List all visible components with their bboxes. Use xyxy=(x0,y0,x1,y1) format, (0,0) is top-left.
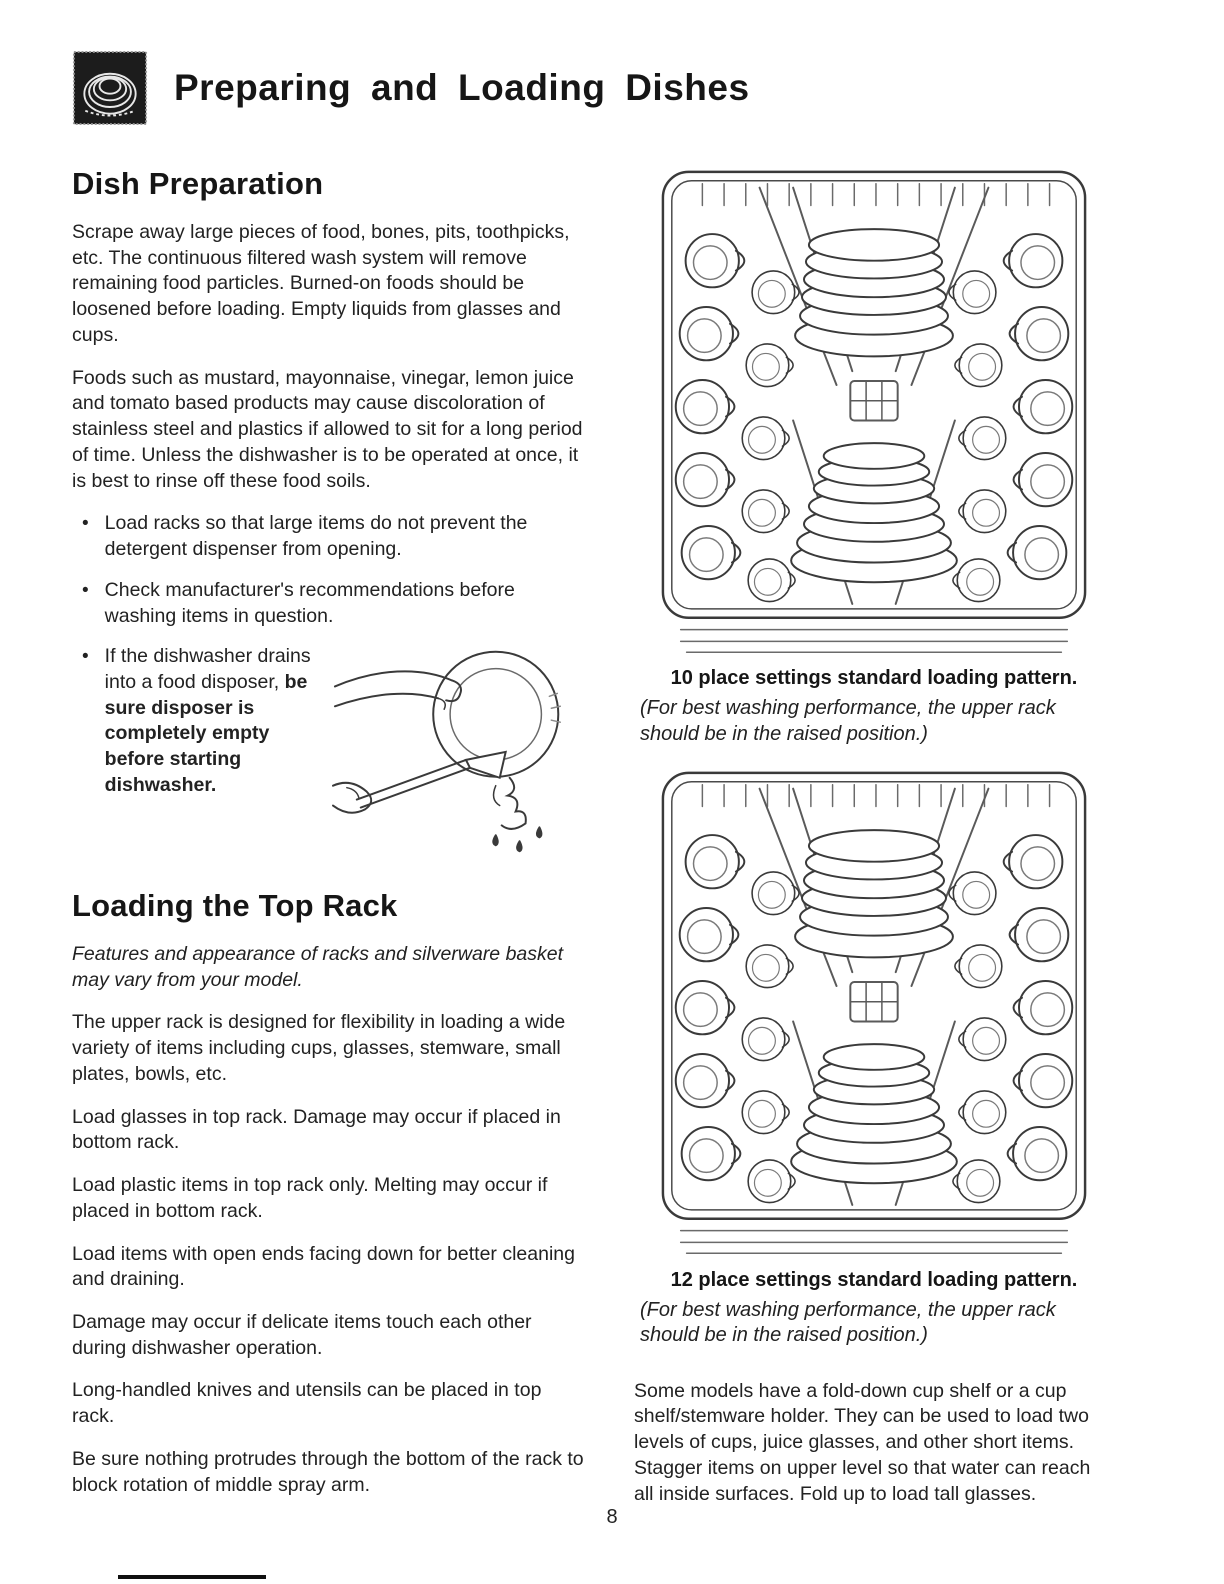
top-rack-paragraph: Be sure nothing protrudes through the bo… xyxy=(72,1447,584,1496)
bullet-item: • If the dishwasher drains into a food d… xyxy=(78,644,584,854)
plate-scraping-illustration xyxy=(331,650,561,853)
bullet-text: If the dishwasher drains into a food dis… xyxy=(105,644,323,798)
top-rack-paragraph: The upper rack is designed for flexibili… xyxy=(72,1011,566,1085)
page-header: Preparing and Loading Dishes xyxy=(72,50,1164,126)
bullet-dot: • xyxy=(82,579,89,601)
top-rack-paragraph: Load glasses in top rack. Damage may occ… xyxy=(72,1105,561,1154)
bullet-item: • Check manufacturer's recommendations b… xyxy=(78,578,584,629)
top-rack-paragraph: Long-handled knives and utensils can be … xyxy=(72,1379,542,1428)
bullet-text: Check manufacturer's recommendations bef… xyxy=(104,578,515,627)
two-column-layout: Dish Preparation Scrape away large piece… xyxy=(72,166,1164,1515)
bullet-text-bold: be sure disposer is completely empty bef… xyxy=(104,671,308,796)
figure-12-caption: 12 place settings standard loading patte… xyxy=(670,1268,1078,1291)
dish-prep-paragraph: Scrape away large pieces of food, bones,… xyxy=(72,221,570,346)
bullet-item: • Load racks so that large items do not … xyxy=(78,511,584,562)
footer-mark xyxy=(118,1575,266,1579)
figure-10-note: (For best washing performance, the upper… xyxy=(640,697,1056,745)
left-column: Dish Preparation Scrape away large piece… xyxy=(72,166,584,1515)
rack-figure-12-place xyxy=(657,767,1091,1260)
bullet-text-normal: If the dishwasher drains into a food dis… xyxy=(104,645,311,694)
bullet-dot: • xyxy=(82,513,89,535)
top-rack-paragraph: Damage may occur if delicate items touch… xyxy=(72,1311,532,1359)
page-title: Preparing and Loading Dishes xyxy=(174,67,750,108)
bullet-dot: • xyxy=(82,646,89,668)
page-number: 8 xyxy=(606,1506,618,1528)
right-column: 10 place settings standard loading patte… xyxy=(634,166,1114,1507)
figure-10-place xyxy=(634,166,1114,659)
figure-12-place xyxy=(634,767,1114,1260)
top-rack-variation-note: Features and appearance of racks and sil… xyxy=(72,942,564,991)
stacked-dishes-icon xyxy=(72,50,148,126)
loading-top-rack-heading: Loading the Top Rack xyxy=(72,888,398,924)
figure-10-caption: 10 place settings standard loading patte… xyxy=(670,667,1078,690)
dish-preparation-heading: Dish Preparation xyxy=(72,166,324,201)
bullet-text: Load racks so that large items do not pr… xyxy=(104,512,528,561)
rack-figure-10-place xyxy=(657,166,1091,659)
dish-prep-paragraph: Foods such as mustard, mayonnaise, vineg… xyxy=(72,366,583,492)
manual-page: Preparing and Loading Dishes Dish Prepar… xyxy=(72,50,1164,1515)
bullet-body: If the dishwasher drains into a food dis… xyxy=(105,644,597,854)
figure-12-note: (For best washing performance, the upper… xyxy=(640,1298,1056,1347)
top-rack-paragraph: Load plastic items in top rack only. Mel… xyxy=(72,1174,548,1222)
top-rack-paragraph: Load items with open ends facing down fo… xyxy=(72,1242,575,1291)
cup-shelf-paragraph: Some models have a fold-down cup shelf o… xyxy=(634,1379,1091,1505)
dish-prep-bullet-list: • Load racks so that large items do not … xyxy=(78,511,584,854)
